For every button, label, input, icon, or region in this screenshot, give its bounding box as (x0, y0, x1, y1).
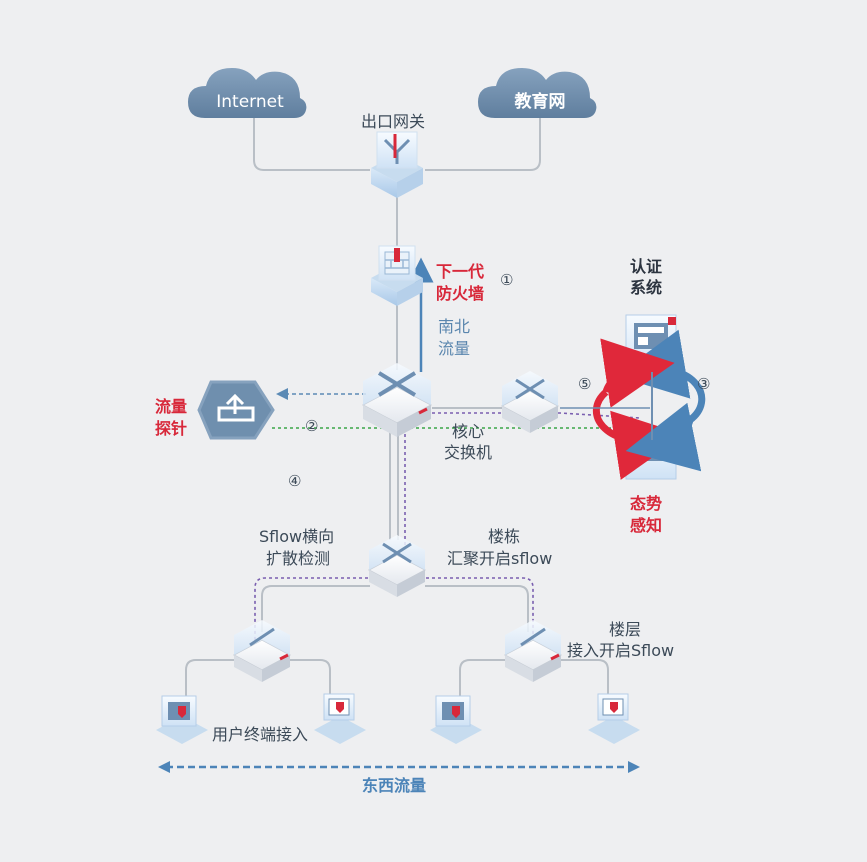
router-icon (371, 131, 423, 198)
north-south-label-line1: 南北 (438, 317, 471, 336)
laptop-terminal-icon (588, 693, 640, 744)
core-switch-label-line2: 交换机 (443, 443, 492, 462)
marker-5: ⑤ (578, 375, 592, 393)
auth-system-icon (625, 314, 677, 372)
floor-switch-icon (503, 620, 563, 682)
situational-label-line2: 感知 (630, 516, 663, 535)
floor-label-line2: 接入开启Sflow (567, 641, 675, 660)
marker-2: ② (305, 417, 319, 435)
floor-switch-icon (232, 620, 292, 682)
building-label-line1: 楼栋 (487, 527, 520, 546)
probe-label-line2: 探针 (155, 419, 188, 438)
auth-label-line2: 系统 (630, 278, 663, 297)
firewall-label-line2: 防火墙 (436, 284, 485, 303)
marker-3: ③ (697, 375, 711, 393)
edu-net-cloud: 教育网 (478, 68, 597, 118)
firewall-icon (371, 245, 423, 306)
traffic-probe-icon (197, 380, 275, 440)
core-switch-label-line1: 核心 (451, 422, 484, 441)
desktop-terminal-icon (156, 695, 208, 744)
building-switch-icon (367, 535, 427, 597)
laptop-terminal-icon (314, 693, 366, 744)
situational-label-line1: 态势 (630, 494, 663, 513)
core-switch-icon (361, 363, 433, 437)
marker-4: ④ (288, 472, 302, 490)
linkage-cycle-arrows (560, 329, 706, 480)
edu-net-label: 教育网 (514, 91, 566, 112)
auth-label-line1: 认证 (630, 257, 663, 276)
north-south-label-line2: 流量 (438, 339, 471, 358)
building-label-line2: 汇聚开启sflow (447, 549, 553, 568)
east-west-arrow (158, 761, 640, 773)
switch-icon (500, 371, 560, 433)
firewall-label-line1: 下一代 (436, 262, 485, 281)
floor-label-line1: 楼层 (608, 620, 641, 639)
egress-gateway-label: 出口网关 (361, 112, 426, 131)
east-west-label: 东西流量 (362, 776, 427, 795)
internet-label: Internet (216, 92, 284, 112)
connector-lines (185, 118, 609, 700)
probe-label-line1: 流量 (155, 397, 188, 416)
marker-1: ① (500, 271, 514, 289)
desktop-terminal-icon (430, 695, 482, 744)
internet-cloud: Internet (188, 68, 307, 118)
sflow-label-line2: 扩散检测 (266, 549, 331, 568)
sflow-label-line1: Sflow横向 (259, 527, 335, 546)
user-access-label: 用户终端接入 (212, 725, 309, 744)
